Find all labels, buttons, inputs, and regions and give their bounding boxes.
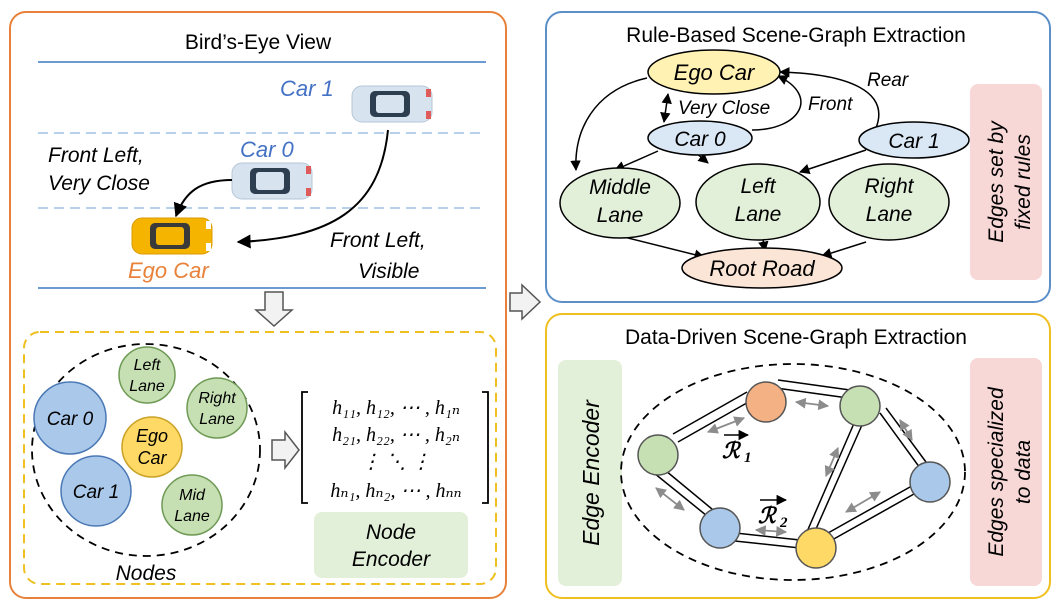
svg-text:Edges specialized: Edges specialized bbox=[985, 386, 1008, 557]
relation-arrows bbox=[655, 397, 913, 537]
relation-label-r2: ℛ 2 bbox=[758, 494, 788, 531]
rule-based-panel: Rule-Based Scene-Graph Extraction Very C… bbox=[545, 11, 1051, 303]
svg-text:1: 1 bbox=[744, 450, 752, 466]
svg-text:Lane: Lane bbox=[735, 203, 782, 226]
rb-node-ego-car: Ego Car bbox=[647, 49, 781, 95]
matrix-row-3: ⋮ ⋱ ⋮ bbox=[361, 451, 431, 473]
rb-side-label: Edges set by fixed rules bbox=[970, 84, 1042, 280]
front-left-visible-line2: Visible bbox=[358, 260, 419, 283]
svg-text:Lane: Lane bbox=[129, 378, 165, 395]
dd-node-orange bbox=[745, 381, 787, 423]
dd-node-blue-right bbox=[909, 461, 951, 503]
edge-encoder-box: Edge Encoder bbox=[558, 360, 622, 586]
svg-text:Left: Left bbox=[740, 175, 776, 198]
svg-text:Lane: Lane bbox=[174, 508, 210, 525]
node-car-0: Car 0 bbox=[33, 381, 107, 455]
car-0-icon bbox=[231, 162, 313, 200]
svg-text:Right: Right bbox=[864, 175, 914, 198]
car-1-label: Car 1 bbox=[280, 76, 334, 101]
rb-node-car-1: Car 1 bbox=[858, 121, 970, 159]
car-0-label: Car 0 bbox=[240, 137, 295, 162]
arrow-car0-to-ego bbox=[173, 179, 233, 218]
svg-text:Root Road: Root Road bbox=[709, 256, 815, 281]
svg-text:Car 0: Car 0 bbox=[47, 409, 94, 430]
edges-ellipse bbox=[620, 363, 966, 581]
dd-node-green-left bbox=[637, 434, 679, 476]
svg-text:Car 1: Car 1 bbox=[73, 482, 119, 503]
node-ego-car: Ego Car bbox=[121, 416, 183, 478]
dd-side-label: Edges specialized to data bbox=[970, 358, 1042, 586]
edge-ego-middle bbox=[570, 77, 648, 172]
front-left-very-close-line1: Front Left, bbox=[48, 144, 144, 167]
svg-text:Middle: Middle bbox=[589, 176, 651, 199]
svg-text:Car: Car bbox=[137, 448, 167, 468]
svg-text:Edge Encoder: Edge Encoder bbox=[578, 399, 604, 546]
ego-car-label: Ego Car bbox=[128, 258, 210, 283]
rb-node-right-lane: Right Lane bbox=[828, 163, 950, 241]
nodes-ellipse bbox=[31, 343, 261, 557]
front-left-visible-line1: Front Left, bbox=[330, 229, 426, 252]
edge-ego-car0 bbox=[660, 92, 672, 124]
arrow-car1-to-ego bbox=[236, 129, 389, 249]
nodes-panel bbox=[23, 331, 497, 585]
matrix-row-1: h₁₁, h₁₂, ⋯ , h₁ₙ bbox=[332, 397, 460, 419]
car-1-icon bbox=[351, 85, 433, 123]
rb-node-car-0: Car 0 bbox=[647, 120, 753, 156]
edge-car1-ego-rear bbox=[778, 67, 880, 129]
node-left-lane: Left Lane bbox=[118, 346, 176, 404]
rb-node-left-lane: Left Lane bbox=[695, 163, 821, 241]
dd-node-yellow bbox=[795, 527, 837, 569]
svg-text:ℛ: ℛ bbox=[758, 503, 778, 528]
relation-label-r1: ℛ 1 bbox=[722, 429, 752, 466]
svg-text:Mid: Mid bbox=[179, 487, 206, 504]
edge-label-rear: Rear bbox=[867, 70, 909, 91]
edge-label-very-close: Very Close bbox=[678, 98, 770, 119]
svg-text:to data: to data bbox=[1012, 440, 1035, 504]
edge-car0-ego-front bbox=[751, 75, 802, 131]
edge-car1-left bbox=[799, 149, 867, 174]
svg-text:Right: Right bbox=[198, 390, 236, 407]
svg-text:Ego: Ego bbox=[136, 426, 168, 446]
right-arrow-icon bbox=[271, 429, 300, 471]
rule-based-title: Rule-Based Scene-Graph Extraction bbox=[626, 24, 966, 47]
birds-eye-view-panel: Bird’s-Eye View Car 1 Car 0 bbox=[9, 11, 507, 599]
feature-matrix: h₁₁, h₁₂, ⋯ , h₁ₙ h₂₁, h₂₂, ⋯ , h₂ₙ ⋮ ⋱ … bbox=[301, 391, 489, 504]
edge-right-root bbox=[820, 241, 867, 259]
svg-text:Ego Car: Ego Car bbox=[674, 60, 756, 85]
nodes-label: Nodes bbox=[116, 562, 177, 585]
dd-node-blue-left bbox=[699, 507, 741, 549]
ego-car-icon bbox=[131, 217, 213, 255]
edge-middle-root bbox=[623, 236, 706, 260]
matrix-row-4: hₙ₁, hₙ₂, ⋯ , hₙₙ bbox=[330, 480, 461, 502]
svg-text:2: 2 bbox=[779, 515, 788, 531]
rb-node-middle-lane: Middle Lane bbox=[559, 167, 681, 239]
to-graph-arrow-icon bbox=[509, 283, 542, 321]
svg-text:Lane: Lane bbox=[199, 411, 235, 428]
node-car-1: Car 1 bbox=[60, 455, 132, 527]
edge-car0-middle bbox=[614, 150, 659, 171]
svg-text:Car 0: Car 0 bbox=[674, 128, 726, 151]
node-mid-lane: Mid Lane bbox=[161, 474, 223, 536]
rb-node-root-road: Root Road bbox=[681, 247, 843, 289]
svg-text:Encoder: Encoder bbox=[352, 548, 431, 571]
svg-text:ℛ: ℛ bbox=[722, 438, 742, 463]
svg-text:Lane: Lane bbox=[866, 203, 913, 226]
data-driven-title: Data-Driven Scene-Graph Extraction bbox=[625, 326, 967, 349]
node-right-lane: Right Lane bbox=[186, 377, 248, 439]
svg-text:Left: Left bbox=[134, 357, 161, 374]
svg-text:Node: Node bbox=[366, 521, 416, 544]
edge-label-front: Front bbox=[808, 94, 853, 115]
down-arrow-icon bbox=[254, 291, 294, 328]
svg-text:Car 1: Car 1 bbox=[888, 130, 939, 153]
svg-text:Edges set by: Edges set by bbox=[985, 120, 1008, 243]
node-encoder-box: Node Encoder bbox=[314, 512, 468, 578]
data-driven-panel: Data-Driven Scene-Graph Extraction Edge … bbox=[545, 313, 1051, 599]
svg-text:fixed rules: fixed rules bbox=[1012, 134, 1035, 230]
front-left-very-close-line2: Very Close bbox=[48, 172, 150, 195]
dd-node-green-right bbox=[839, 385, 881, 427]
matrix-row-2: h₂₁, h₂₂, ⋯ , h₂ₙ bbox=[332, 424, 460, 446]
bev-title: Bird’s-Eye View bbox=[185, 31, 332, 54]
svg-text:Lane: Lane bbox=[597, 204, 644, 227]
